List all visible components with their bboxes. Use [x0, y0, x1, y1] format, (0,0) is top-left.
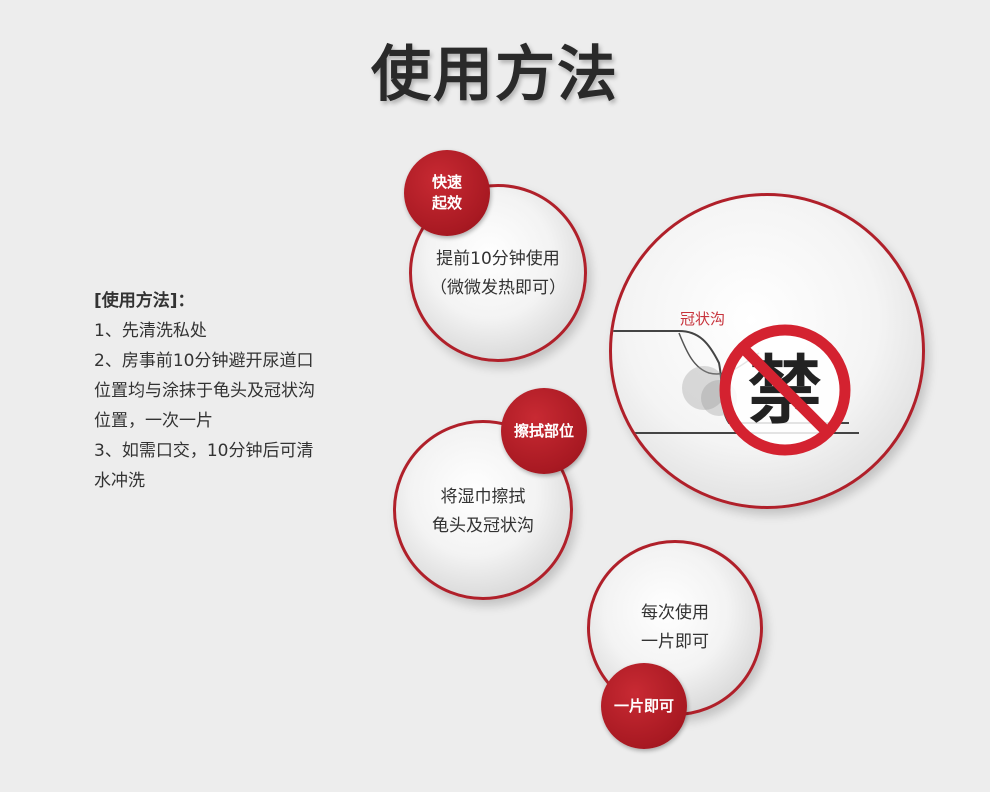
fast-effect-badge-line2: 起效 — [431, 194, 462, 212]
page-title: 使用方法 — [371, 40, 619, 110]
instructions-block: [使用方法]： 1、先清洗私处 2、房事前10分钟避开尿道口 位置均与涂抹于龟头… — [94, 286, 379, 496]
one-piece-badge: 一片即可 — [601, 663, 687, 749]
instruction-line: 2、房事前10分钟避开尿道口 — [94, 351, 314, 371]
fast-effect-bubble: 提前10分钟使用 （微微发热即可） — [409, 184, 587, 362]
instruction-line: 3、如需口交，10分钟后可清 — [94, 441, 314, 461]
fast-effect-badge: 快速 起效 — [404, 150, 490, 236]
wipe-area-text-line2: 龟头及冠状沟 — [432, 516, 534, 536]
fast-effect-text-line2: （微微发热即可） — [430, 278, 566, 298]
corona-label: 冠状沟 — [680, 310, 726, 328]
instructions-heading: [使用方法]： — [94, 291, 195, 311]
wipe-area-badge-label: 擦拭部位 — [513, 421, 574, 440]
one-piece-text-line1: 每次使用 — [641, 603, 709, 623]
one-piece-text-line2: 一片即可 — [641, 632, 709, 652]
fast-effect-badge-line1: 快速 — [431, 173, 462, 191]
instruction-line: 位置均与涂抹于龟头及冠状沟 — [94, 381, 315, 401]
fast-effect-text-line1: 提前10分钟使用 — [436, 249, 560, 269]
wipe-area-text-line1: 将湿巾擦拭 — [440, 487, 526, 507]
prohibited-icon: 禁 — [719, 324, 851, 456]
wipe-area-badge: 擦拭部位 — [501, 388, 587, 474]
instruction-line: 1、先清洗私处 — [94, 321, 207, 341]
instruction-line: 水冲洗 — [94, 471, 145, 491]
instruction-line: 位置，一次一片 — [94, 411, 213, 431]
one-piece-badge-label: 一片即可 — [613, 696, 674, 715]
